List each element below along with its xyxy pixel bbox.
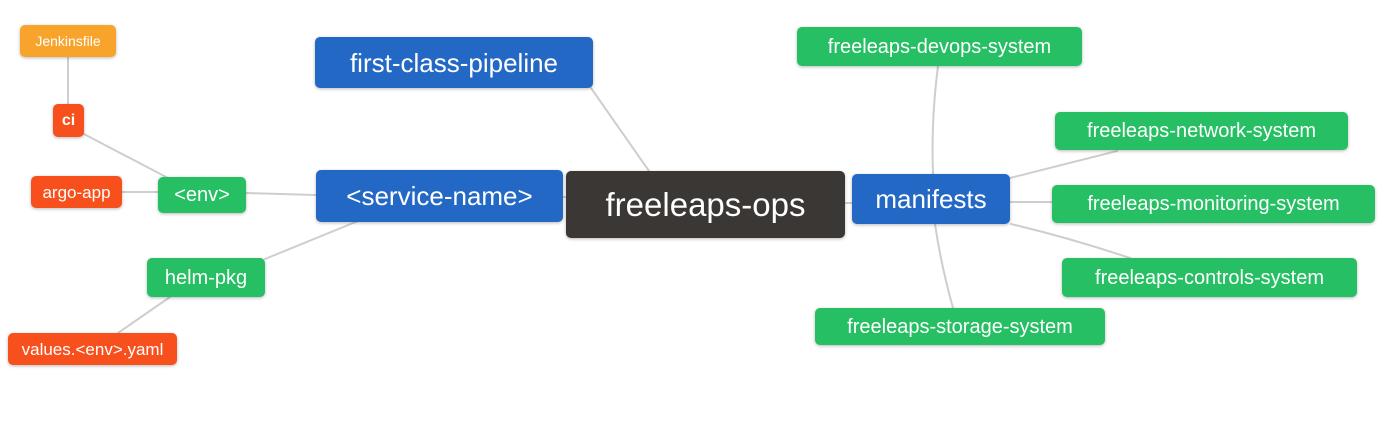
node-env[interactable]: <env> bbox=[158, 177, 246, 213]
edge-ci-env bbox=[81, 132, 169, 179]
node-manifests[interactable]: manifests bbox=[852, 174, 1010, 224]
edge-manifests-storage bbox=[934, 223, 954, 309]
edge-helm-pkg-service-name bbox=[264, 220, 359, 260]
node-freeleaps-controls-system[interactable]: freeleaps-controls-system bbox=[1062, 258, 1357, 297]
node-first-class-pipeline[interactable]: first-class-pipeline bbox=[315, 37, 593, 88]
edge-helm-pkg-values bbox=[117, 296, 171, 334]
node-freeleaps-monitoring-system[interactable]: freeleaps-monitoring-system bbox=[1052, 185, 1375, 223]
node-freeleaps-storage-system[interactable]: freeleaps-storage-system bbox=[815, 308, 1105, 345]
edge-env-service-name bbox=[245, 192, 317, 196]
edge-pipeline-root bbox=[590, 87, 650, 172]
node-helm-pkg[interactable]: helm-pkg bbox=[147, 258, 265, 297]
node-freeleaps-devops-system[interactable]: freeleaps-devops-system bbox=[797, 27, 1082, 66]
node-service-name[interactable]: <service-name> bbox=[316, 170, 563, 222]
node-ci[interactable]: ci bbox=[53, 104, 84, 137]
node-freeleaps-network-system[interactable]: freeleaps-network-system bbox=[1055, 112, 1348, 150]
edge-manifests-network bbox=[1009, 150, 1118, 179]
node-freeleaps-ops-root[interactable]: freeleaps-ops bbox=[566, 171, 845, 238]
edge-manifests-devops bbox=[931, 65, 939, 175]
edge-manifests-controls bbox=[1010, 223, 1131, 259]
node-jenkinsfile[interactable]: Jenkinsfile bbox=[20, 25, 116, 57]
node-argo-app[interactable]: argo-app bbox=[31, 176, 122, 208]
node-values-env-yaml[interactable]: values.<env>.yaml bbox=[8, 333, 177, 365]
